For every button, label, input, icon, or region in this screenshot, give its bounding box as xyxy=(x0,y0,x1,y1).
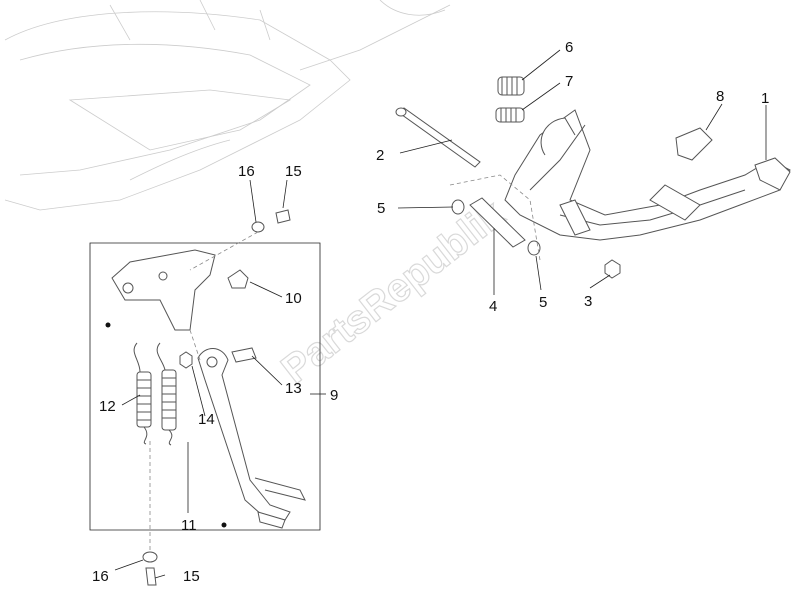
spring-12 xyxy=(133,342,152,445)
bracket-hole xyxy=(158,271,168,281)
pedal-rubber xyxy=(754,157,791,191)
assembly-box xyxy=(89,242,321,531)
assembly-dashes xyxy=(149,174,541,550)
callout-12: 12 xyxy=(99,398,116,415)
callout-3: 3 xyxy=(584,293,592,310)
callout-4: 4 xyxy=(489,298,497,315)
marker-dot-upper xyxy=(105,322,111,328)
callout-15-bottom: 15 xyxy=(183,568,200,585)
washer-left xyxy=(451,199,465,215)
stand-shaft xyxy=(395,107,481,168)
nut xyxy=(604,259,621,279)
stand-bolt xyxy=(231,347,257,363)
callout-13: 13 xyxy=(285,380,302,397)
callout-16-bottom: 16 xyxy=(92,568,109,585)
pedal-cap xyxy=(675,127,713,161)
stand-nut xyxy=(179,351,193,369)
callout-9: 9 xyxy=(330,387,338,404)
pivot-pin xyxy=(469,197,526,248)
callout-11: 11 xyxy=(181,517,197,534)
callout-10: 10 xyxy=(285,290,302,307)
marker-dot-lower xyxy=(221,522,227,528)
callout-5-left: 5 xyxy=(377,200,385,217)
callout-14: 14 xyxy=(198,411,215,428)
callout-15-top: 15 xyxy=(285,163,302,180)
callout-8: 8 xyxy=(716,88,724,105)
washer-right xyxy=(527,240,541,256)
leader-lines xyxy=(114,49,767,579)
rubber-stop xyxy=(227,269,249,289)
watermark-text: PartsRepublik xyxy=(273,191,513,392)
bolt-bottom xyxy=(145,567,157,586)
ghost-frame-outline xyxy=(4,0,451,211)
side-stand-bracket xyxy=(111,249,216,331)
bracket-bolt xyxy=(122,282,134,294)
callout-labels: 1 2 3 4 5 5 6 7 8 9 10 11 12 13 14 15 15… xyxy=(92,39,769,585)
callout-6: 6 xyxy=(565,39,573,56)
callout-16-top: 16 xyxy=(238,163,255,180)
callout-2: 2 xyxy=(376,147,384,164)
callout-7: 7 xyxy=(565,73,573,90)
callout-1: 1 xyxy=(761,90,769,107)
callout-5-right: 5 xyxy=(539,294,547,311)
washer-top xyxy=(251,221,265,233)
side-stand-leg xyxy=(197,348,306,529)
spring-14 xyxy=(156,342,177,446)
bolt-top xyxy=(275,209,291,224)
spring-7 xyxy=(495,107,525,123)
center-stand xyxy=(504,109,791,241)
washer-bottom xyxy=(142,551,158,563)
spring-6 xyxy=(497,76,525,96)
